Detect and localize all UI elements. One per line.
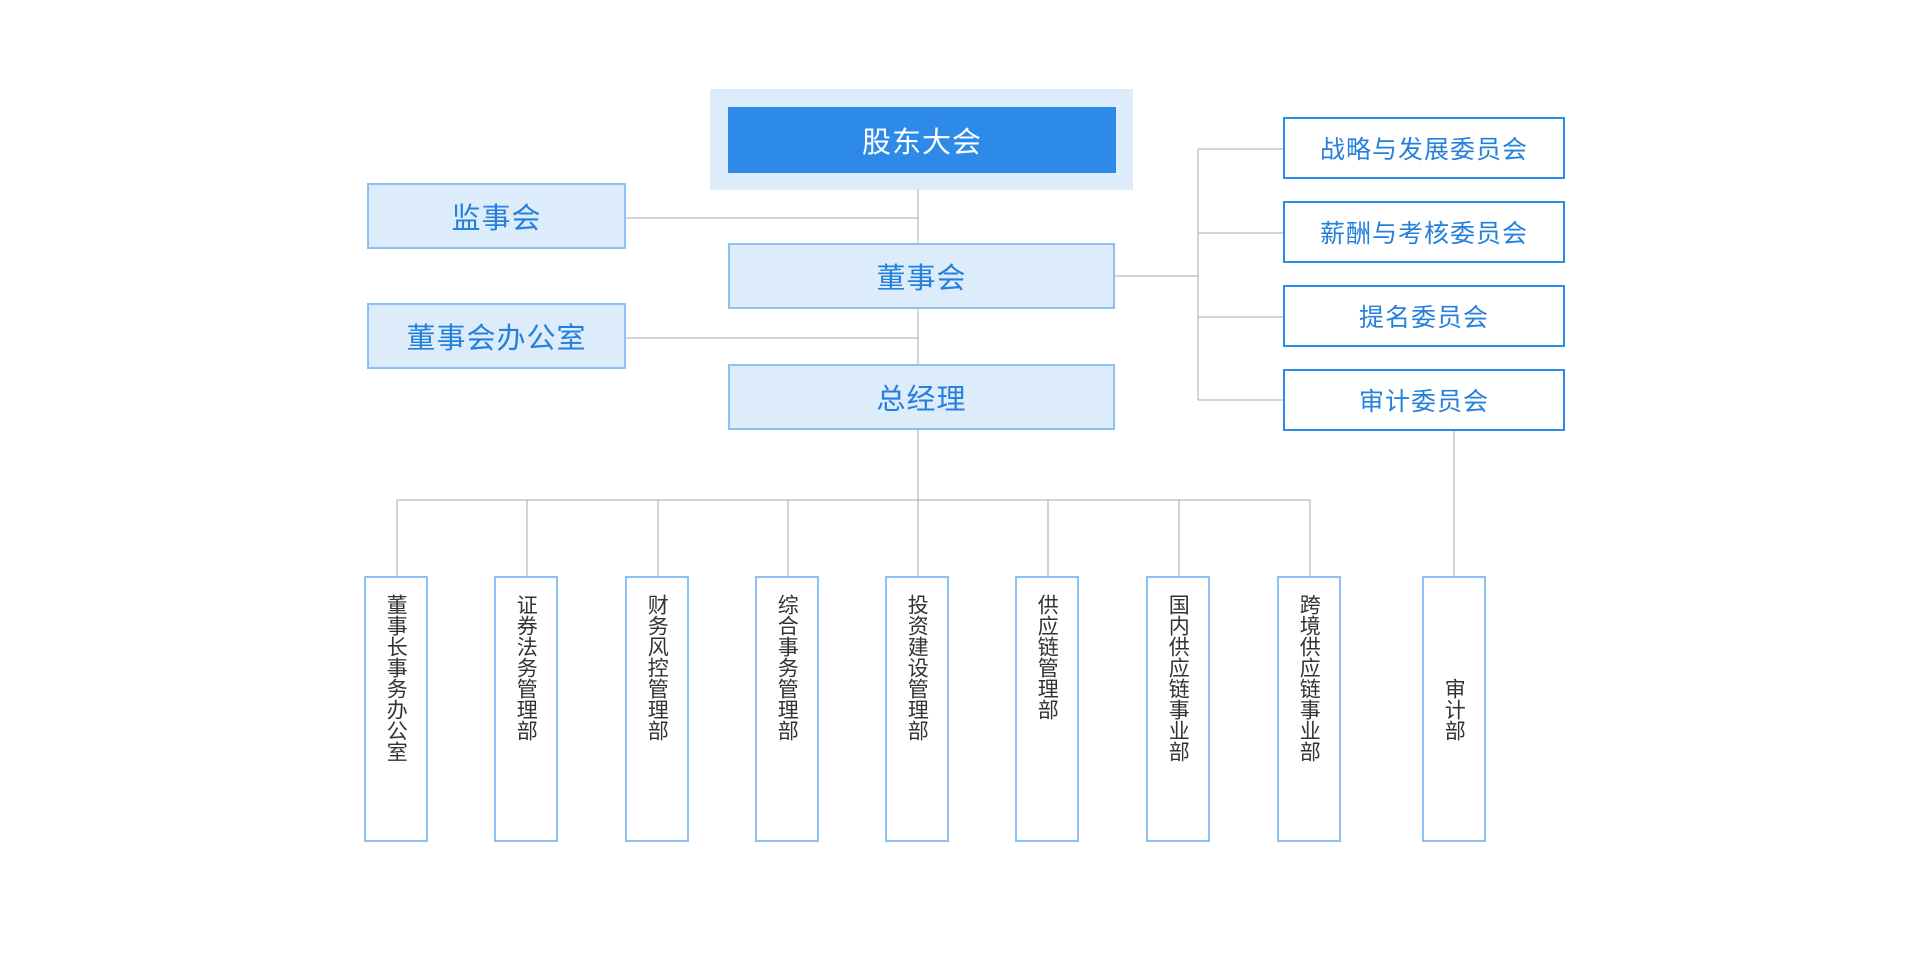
department-node: 财务风控管理部 xyxy=(625,576,689,842)
department-node: 董事长事务办公室 xyxy=(364,576,428,842)
nomination-committee-node: 提名委员会 xyxy=(1283,285,1565,347)
audit-department-node: 审计部 xyxy=(1422,576,1486,842)
department-node: 跨境供应链事业部 xyxy=(1277,576,1341,842)
supervisory-board-node: 监事会 xyxy=(367,183,626,249)
board-office-node: 董事会办公室 xyxy=(367,303,626,369)
strategy-committee-node: 战略与发展委员会 xyxy=(1283,117,1565,179)
general-manager-node: 总经理 xyxy=(728,364,1115,430)
department-node: 国内供应链事业部 xyxy=(1146,576,1210,842)
audit-committee-node: 审计委员会 xyxy=(1283,369,1565,431)
department-node: 证券法务管理部 xyxy=(494,576,558,842)
department-node: 投资建设管理部 xyxy=(885,576,949,842)
compensation-committee-node: 薪酬与考核委员会 xyxy=(1283,201,1565,263)
department-node: 供应链管理部 xyxy=(1015,576,1079,842)
shareholders-meeting-node: 股东大会 xyxy=(728,107,1116,173)
board-of-directors-node: 董事会 xyxy=(728,243,1115,309)
department-node: 综合事务管理部 xyxy=(755,576,819,842)
